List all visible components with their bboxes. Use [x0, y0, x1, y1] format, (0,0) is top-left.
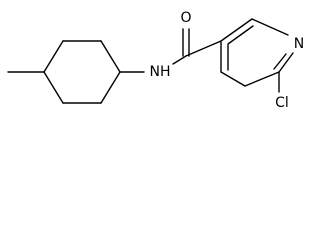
bond-ring-cyclohexane — [43, 71, 64, 104]
bond-ring-pyridine — [220, 18, 253, 42]
bond-lines — [7, 18, 294, 104]
bond-ring-pyridine — [220, 71, 246, 87]
bond-n-carbonyl — [172, 55, 187, 65]
bond-ring-pyridine — [278, 52, 294, 73]
bond-ring-pyridine-inner — [227, 25, 254, 45]
bond-ring-cyclohexane — [100, 71, 121, 104]
bond-ring-cyclohexane — [43, 40, 64, 73]
bond-ring-pyridine-inner — [273, 53, 287, 70]
bond-ring-pyridine — [244, 71, 280, 87]
structure-diagram: O NH N Cl — [0, 0, 313, 120]
atom-label-ring-nitrogen: N — [294, 36, 304, 52]
bond-ring-cyclohexane — [100, 40, 121, 73]
atom-label-chlorine: Cl — [275, 95, 289, 111]
atom-label-oxygen: O — [180, 10, 191, 26]
bond-carbonyl-ring — [185, 40, 222, 57]
bond-ring-pyridine — [251, 18, 289, 36]
atom-label-amide-nh: NH — [150, 64, 171, 80]
molecule-drawing: O NH N Cl — [7, 10, 304, 111]
